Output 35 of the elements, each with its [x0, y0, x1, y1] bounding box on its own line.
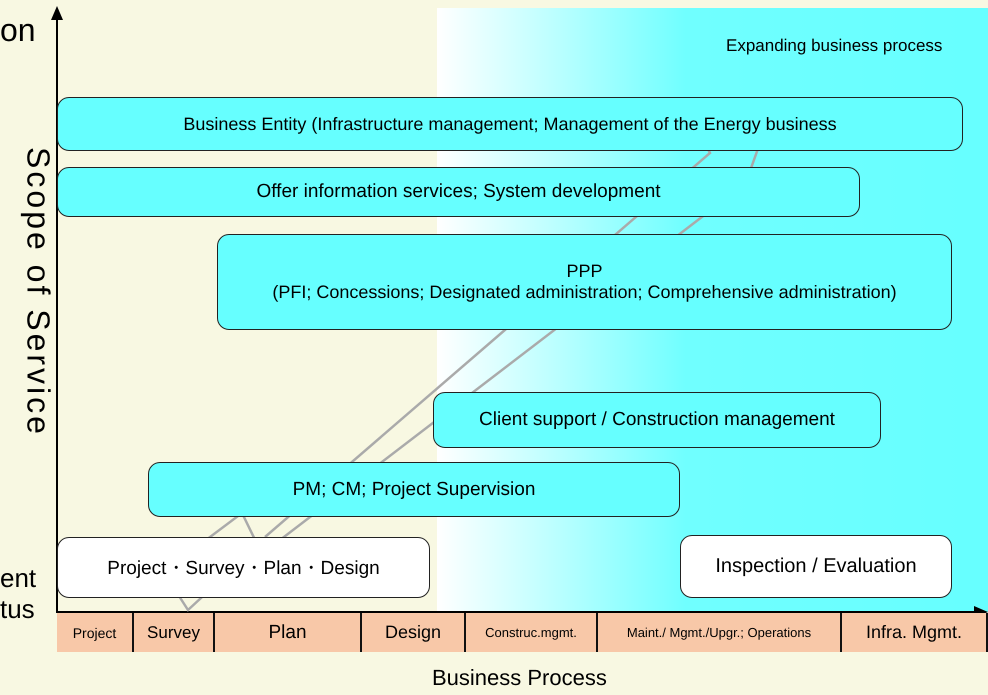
process-step: [466, 613, 598, 652]
service-box: [57, 537, 430, 598]
box-label: Construc.mgmt.: [485, 625, 577, 640]
process-step: [598, 613, 842, 652]
process-step: [134, 613, 215, 652]
annotation: Expanding business process: [726, 36, 942, 56]
process-step: [842, 613, 988, 652]
box-label: Client support / Construction management: [479, 409, 835, 431]
process-step: [362, 613, 466, 652]
process-step: [57, 613, 134, 652]
box-label: Design: [384, 622, 442, 643]
service-box: [57, 167, 860, 217]
service-box: [433, 392, 881, 448]
axis-title: Business Process: [432, 665, 607, 691]
box-heading: PPP: [566, 261, 603, 282]
box-label: Inspection / Evaluation: [715, 555, 917, 578]
process-step: [215, 613, 362, 652]
box-label: Infra. Mgmt.: [866, 622, 962, 643]
box-label: Maint./ Mgmt./Upgr.; Operations: [626, 625, 812, 640]
service-box: [57, 97, 963, 151]
box-label: Plan: [268, 622, 307, 644]
box-detail: (PFI; Concessions; Designated administration; Comprehensive administration): [272, 282, 897, 303]
box-label: Survey: [147, 622, 200, 642]
box-label: PM; CM; Project Supervision: [292, 478, 536, 500]
box-label: Project・Survey・Plan・Design: [107, 556, 380, 580]
box-label: Project: [72, 624, 116, 640]
service-box: [680, 535, 952, 598]
axis-title: tus: [0, 594, 35, 625]
axis-title: ent: [0, 563, 36, 594]
box-label: Business Entity (Infrastructure management; Management of the Energy business: [183, 114, 837, 134]
service-box: [148, 462, 680, 517]
service-box: [217, 234, 952, 330]
axis-title: Scope of Service: [20, 147, 56, 437]
box-label: Offer information services; System development: [256, 181, 661, 203]
axis-title: on: [0, 12, 36, 49]
